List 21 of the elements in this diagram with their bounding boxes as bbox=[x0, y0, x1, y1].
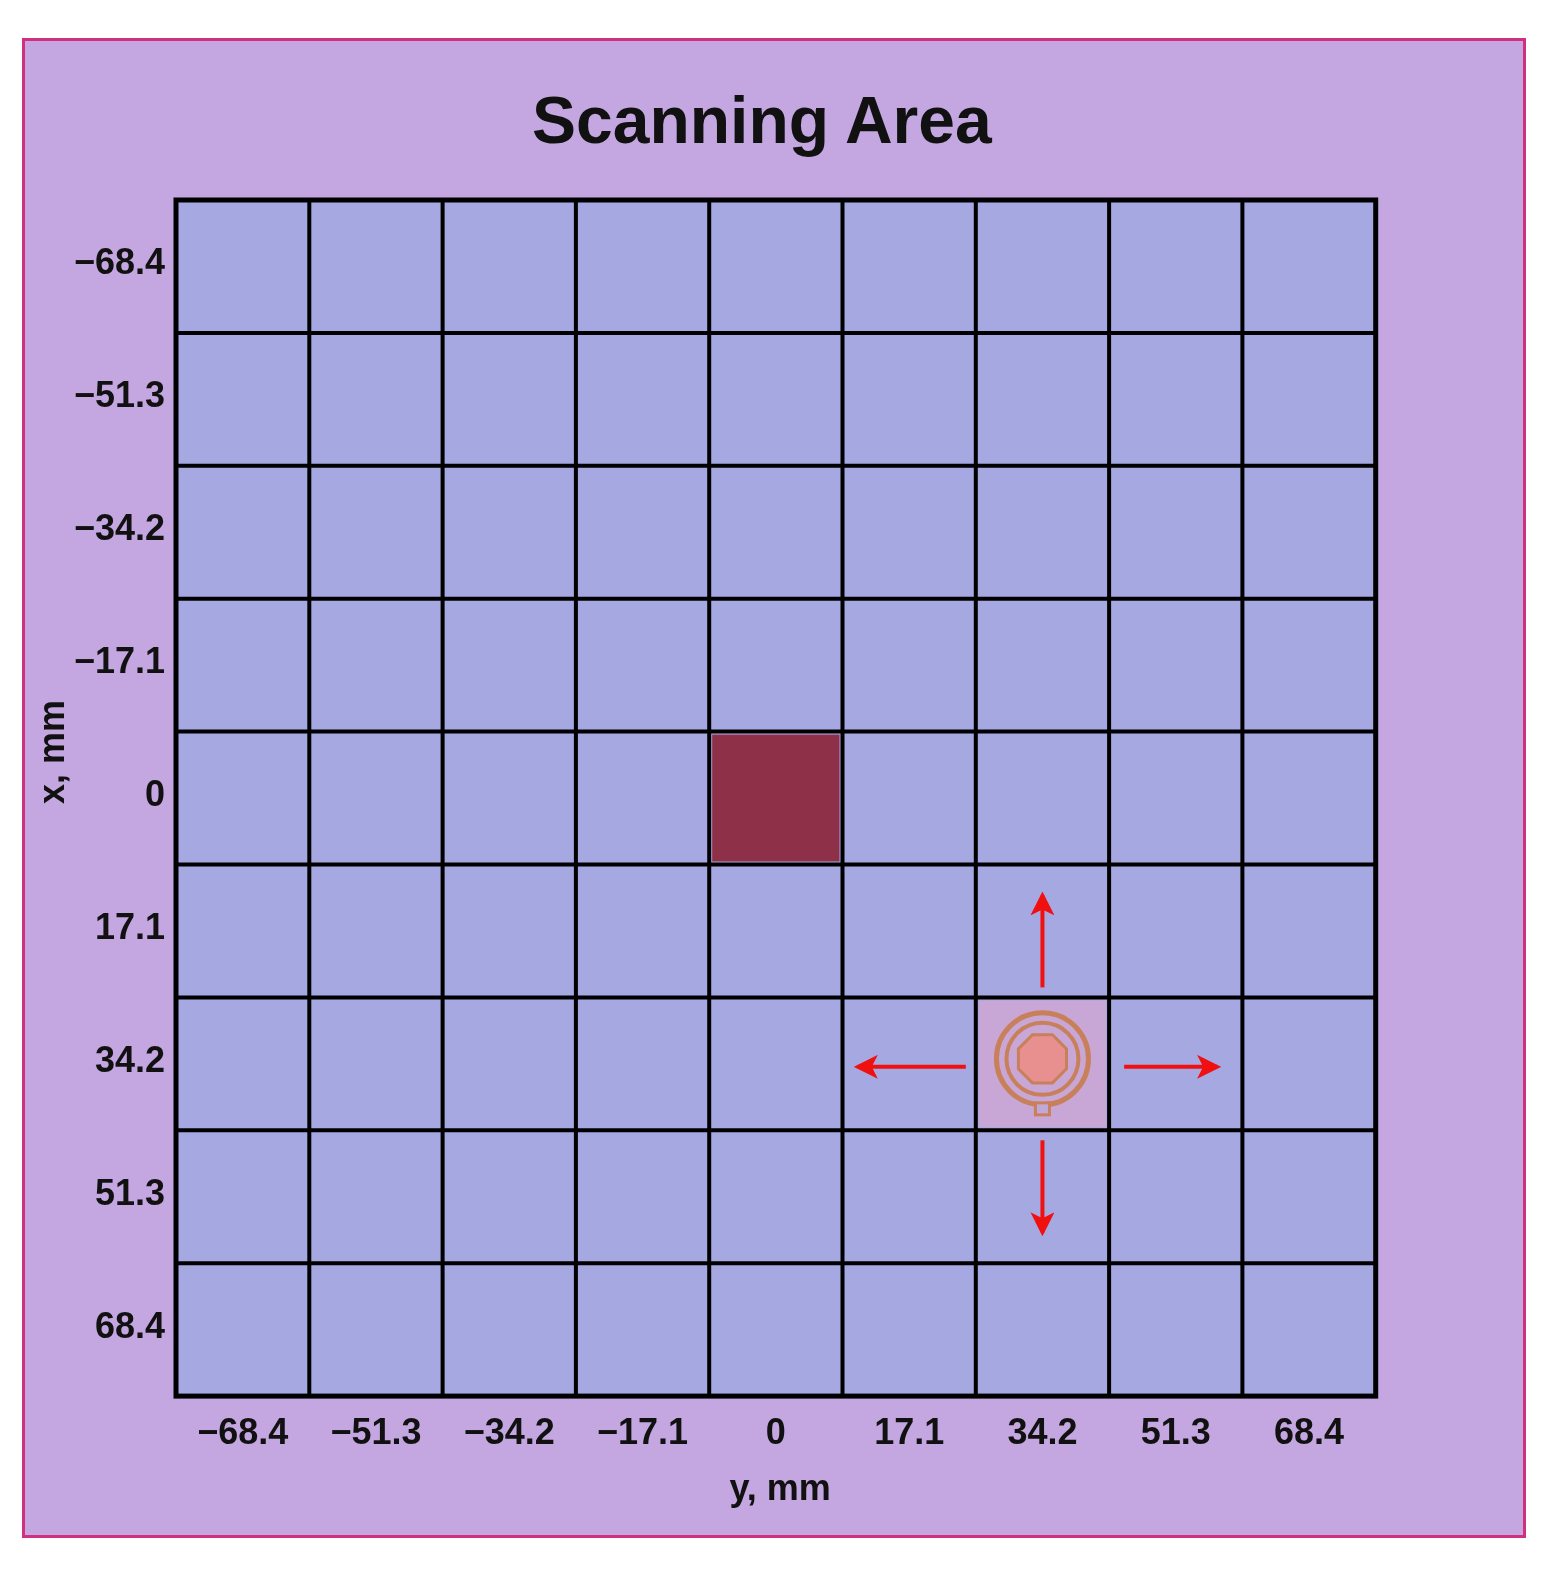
axis-tick-label: 51.3 bbox=[1140, 1411, 1211, 1453]
axis-tick-label: 17.1 bbox=[874, 1411, 945, 1453]
axis-tick-label: −17.1 bbox=[74, 640, 166, 683]
axis-tick-label: 34.2 bbox=[95, 1038, 166, 1081]
axis-tick-label: 68.4 bbox=[1274, 1411, 1345, 1453]
axis-tick-label: 0 bbox=[145, 773, 166, 816]
axis-tick-label: −51.3 bbox=[74, 374, 166, 417]
axis-tick-label: −34.2 bbox=[74, 507, 166, 550]
axis-tick-label: 68.4 bbox=[95, 1304, 166, 1347]
axis-tick-label: 0 bbox=[765, 1411, 786, 1453]
axis-tick-label: −51.3 bbox=[330, 1411, 422, 1453]
axis-title: x, mm bbox=[31, 699, 73, 804]
axis-tick-label: −34.2 bbox=[463, 1411, 555, 1453]
axis-tick-label: 17.1 bbox=[95, 905, 166, 948]
chart-title: Scanning Area bbox=[532, 82, 992, 158]
axis-tick-label: −68.4 bbox=[197, 1411, 289, 1453]
axis-title: y, mm bbox=[729, 1467, 831, 1509]
axis-tick-label: −17.1 bbox=[597, 1411, 689, 1453]
axis-tick-label: 51.3 bbox=[95, 1171, 166, 1214]
axis-tick-label: −68.4 bbox=[74, 241, 166, 284]
axis-tick-label: 34.2 bbox=[1007, 1411, 1078, 1453]
